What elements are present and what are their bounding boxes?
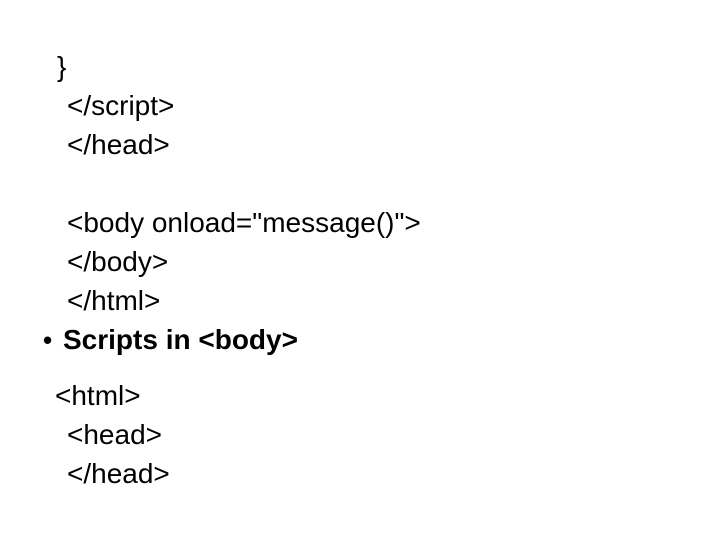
slide-content: } </script> </head> <body onload="messag… bbox=[0, 47, 720, 493]
bullet-item: • Scripts in <body> bbox=[43, 320, 720, 360]
code-line-html-open: <html> bbox=[55, 380, 141, 411]
code-line-head-close: </head> bbox=[67, 129, 170, 160]
code-line-blank bbox=[67, 164, 720, 203]
code-line-body-open: <body onload="message()"> bbox=[67, 207, 421, 238]
code-line-closing-brace: } bbox=[57, 51, 67, 82]
code-line-head-close-2: </head> bbox=[67, 458, 170, 489]
code-line-body-close: </body> bbox=[67, 246, 169, 277]
bullet-label: Scripts in <body> bbox=[63, 324, 298, 355]
code-line-head-open: <head> bbox=[67, 419, 162, 450]
code-line-html-close: </html> bbox=[67, 285, 161, 316]
code-line-script-close: </script> bbox=[67, 90, 175, 121]
bullet-icon: • bbox=[43, 325, 53, 355]
